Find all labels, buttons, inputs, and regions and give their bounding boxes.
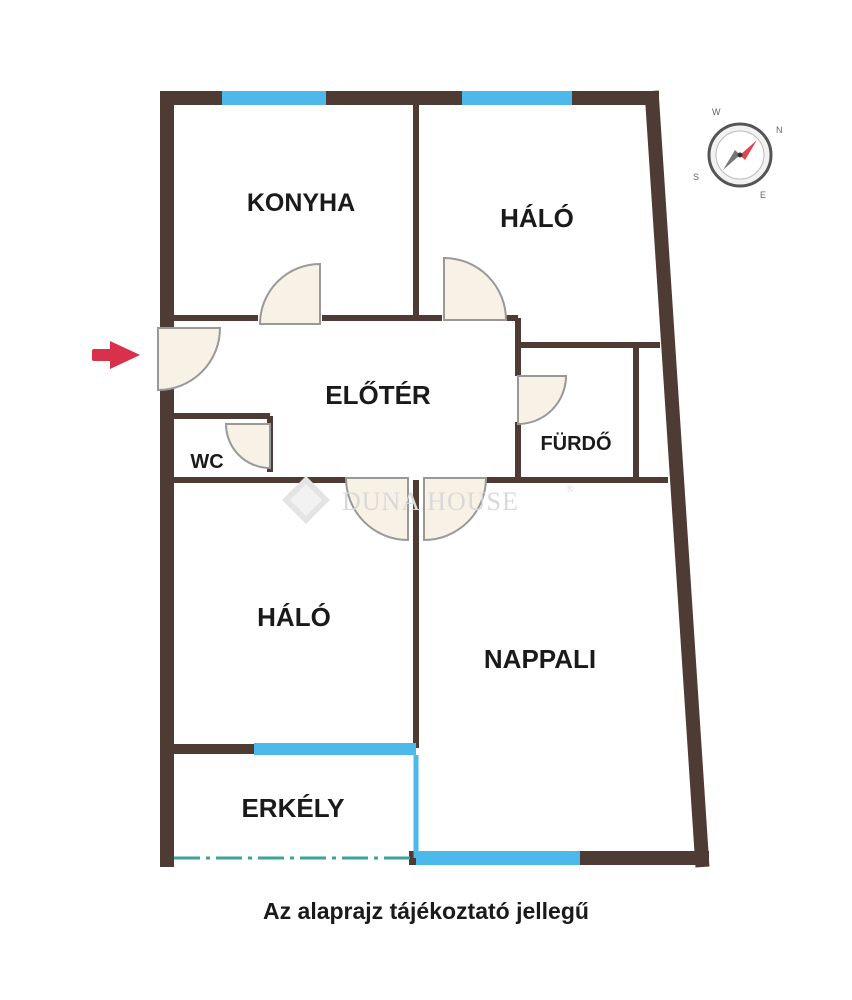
- room-label-eloter: ELŐTÉR: [325, 380, 431, 410]
- door-kitchen: [258, 262, 321, 325]
- room-label-konyha: KONYHA: [247, 189, 355, 217]
- watermark: DUNA HOUSE ®: [282, 476, 575, 524]
- compass-icon: W N S E: [693, 107, 783, 200]
- room-label-halo-bottom: HÁLÓ: [257, 602, 331, 632]
- watermark-logo-icon: [282, 476, 330, 524]
- door-bedroom-bottom: [344, 477, 409, 542]
- entrance-arrow: [92, 341, 140, 369]
- door-entrance: [157, 327, 222, 392]
- compass-letter-n: N: [776, 125, 783, 135]
- compass-letter-s: S: [693, 172, 699, 182]
- disclaimer-caption: Az alaprajz tájékoztató jellegű: [263, 898, 589, 924]
- doors: [157, 256, 568, 542]
- wall-right-slanted: [644, 90, 710, 868]
- door-living-room: [423, 477, 488, 542]
- watermark-registered: ®: [566, 484, 575, 495]
- compass-letter-e: E: [760, 190, 766, 200]
- room-label-furdo: FÜRDŐ: [540, 432, 611, 455]
- room-label-halo-top: HÁLÓ: [500, 203, 574, 233]
- room-label-wc: WC: [190, 451, 223, 473]
- room-label-nappali: NAPPALI: [484, 644, 596, 674]
- door-wc: [224, 423, 271, 470]
- balcony-glazing: [254, 743, 419, 858]
- watermark-brand: DUNA HOUSE: [342, 487, 519, 516]
- door-bathroom: [517, 375, 568, 426]
- door-bedroom-top: [443, 256, 508, 321]
- room-label-erkely: ERKÉLY: [241, 793, 344, 823]
- windows: [222, 91, 580, 865]
- compass-letter-w: W: [712, 107, 721, 117]
